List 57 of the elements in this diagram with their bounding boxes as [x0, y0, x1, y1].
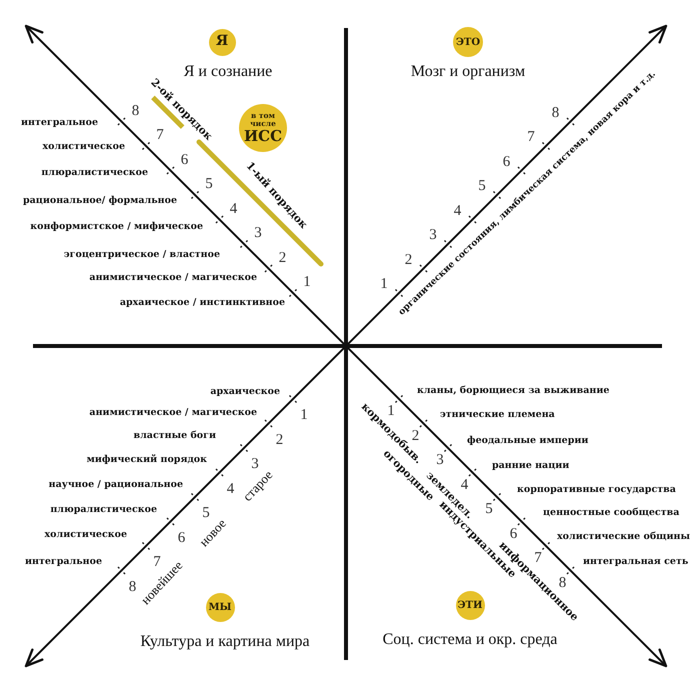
- level-label: феодальные империи: [467, 436, 588, 446]
- quadrant-badge: ЭТО: [453, 27, 483, 57]
- level-number: 1: [380, 276, 388, 292]
- quadrant-title: Культура и картина мира: [140, 633, 310, 651]
- level-number: 4: [226, 480, 234, 497]
- quadrant-badge: ЭТИ: [456, 590, 484, 620]
- level-label: кланы, борющиеся за выживание: [417, 386, 610, 396]
- level-number: 3: [436, 452, 444, 468]
- level-number: 4: [454, 202, 462, 219]
- note-circle: [239, 104, 287, 152]
- level-label: холистическое: [42, 142, 125, 152]
- level-number: 8: [128, 578, 136, 595]
- level-number: 5: [202, 504, 210, 521]
- level-label: мифический порядок: [86, 454, 207, 466]
- level-number: 6: [180, 151, 188, 168]
- level-label: ранние нации: [492, 460, 570, 472]
- level-label: властные боги: [134, 430, 216, 442]
- level-label: интегральное: [20, 118, 98, 128]
- quadrant-title: Мозг и организм: [410, 63, 526, 81]
- level-number: 5: [478, 178, 486, 194]
- level-label: интегральная сеть: [583, 556, 688, 568]
- level-label: архаическое / инстинктивное: [120, 298, 285, 308]
- level-number: 7: [156, 126, 164, 144]
- level-number: 2: [276, 431, 284, 448]
- level-number: 3: [254, 224, 262, 242]
- level-number: 8: [132, 102, 140, 119]
- level-label: плюралистическое: [41, 168, 148, 178]
- quadrant-badge: МЫ: [206, 592, 234, 622]
- level-number: 7: [527, 128, 535, 146]
- level-number: 3: [251, 456, 259, 472]
- level-label: архаическое: [210, 386, 280, 398]
- note-abbreviation: ИСС: [244, 128, 282, 144]
- level-label: ценностные сообщества: [543, 508, 680, 518]
- level-number: 2: [404, 251, 412, 268]
- quadrant-badge: Я: [208, 28, 236, 56]
- level-label: анимистическое / магическое: [89, 272, 257, 284]
- level-label: этнические племена: [440, 410, 555, 420]
- level-number: 6: [178, 529, 186, 546]
- level-label: конформистское / мифическое: [30, 222, 203, 232]
- level-number: 8: [552, 104, 560, 121]
- level-label: научное / рациональное: [48, 480, 183, 490]
- level-label: плюралистическое: [50, 504, 157, 516]
- level-number: 1: [303, 274, 311, 290]
- level-label: анимистическое / магическое: [89, 408, 257, 418]
- level-label: холистические общины: [557, 532, 690, 542]
- level-label: корпоративные государства: [517, 484, 676, 496]
- level-number: 6: [502, 153, 510, 170]
- level-label: эгоцентрическое / властное: [64, 250, 220, 260]
- level-label: интегральное: [24, 556, 102, 568]
- level-number: 5: [205, 176, 213, 192]
- quadrant-title: Соц. система и окр. среда: [382, 631, 558, 649]
- level-number: 3: [429, 226, 437, 244]
- level-number: 1: [300, 406, 308, 424]
- level-number: 2: [278, 249, 286, 266]
- level-label: холистическое: [44, 530, 127, 540]
- level-label: рациональное/ формальное: [23, 196, 177, 206]
- level-number: 4: [230, 200, 238, 217]
